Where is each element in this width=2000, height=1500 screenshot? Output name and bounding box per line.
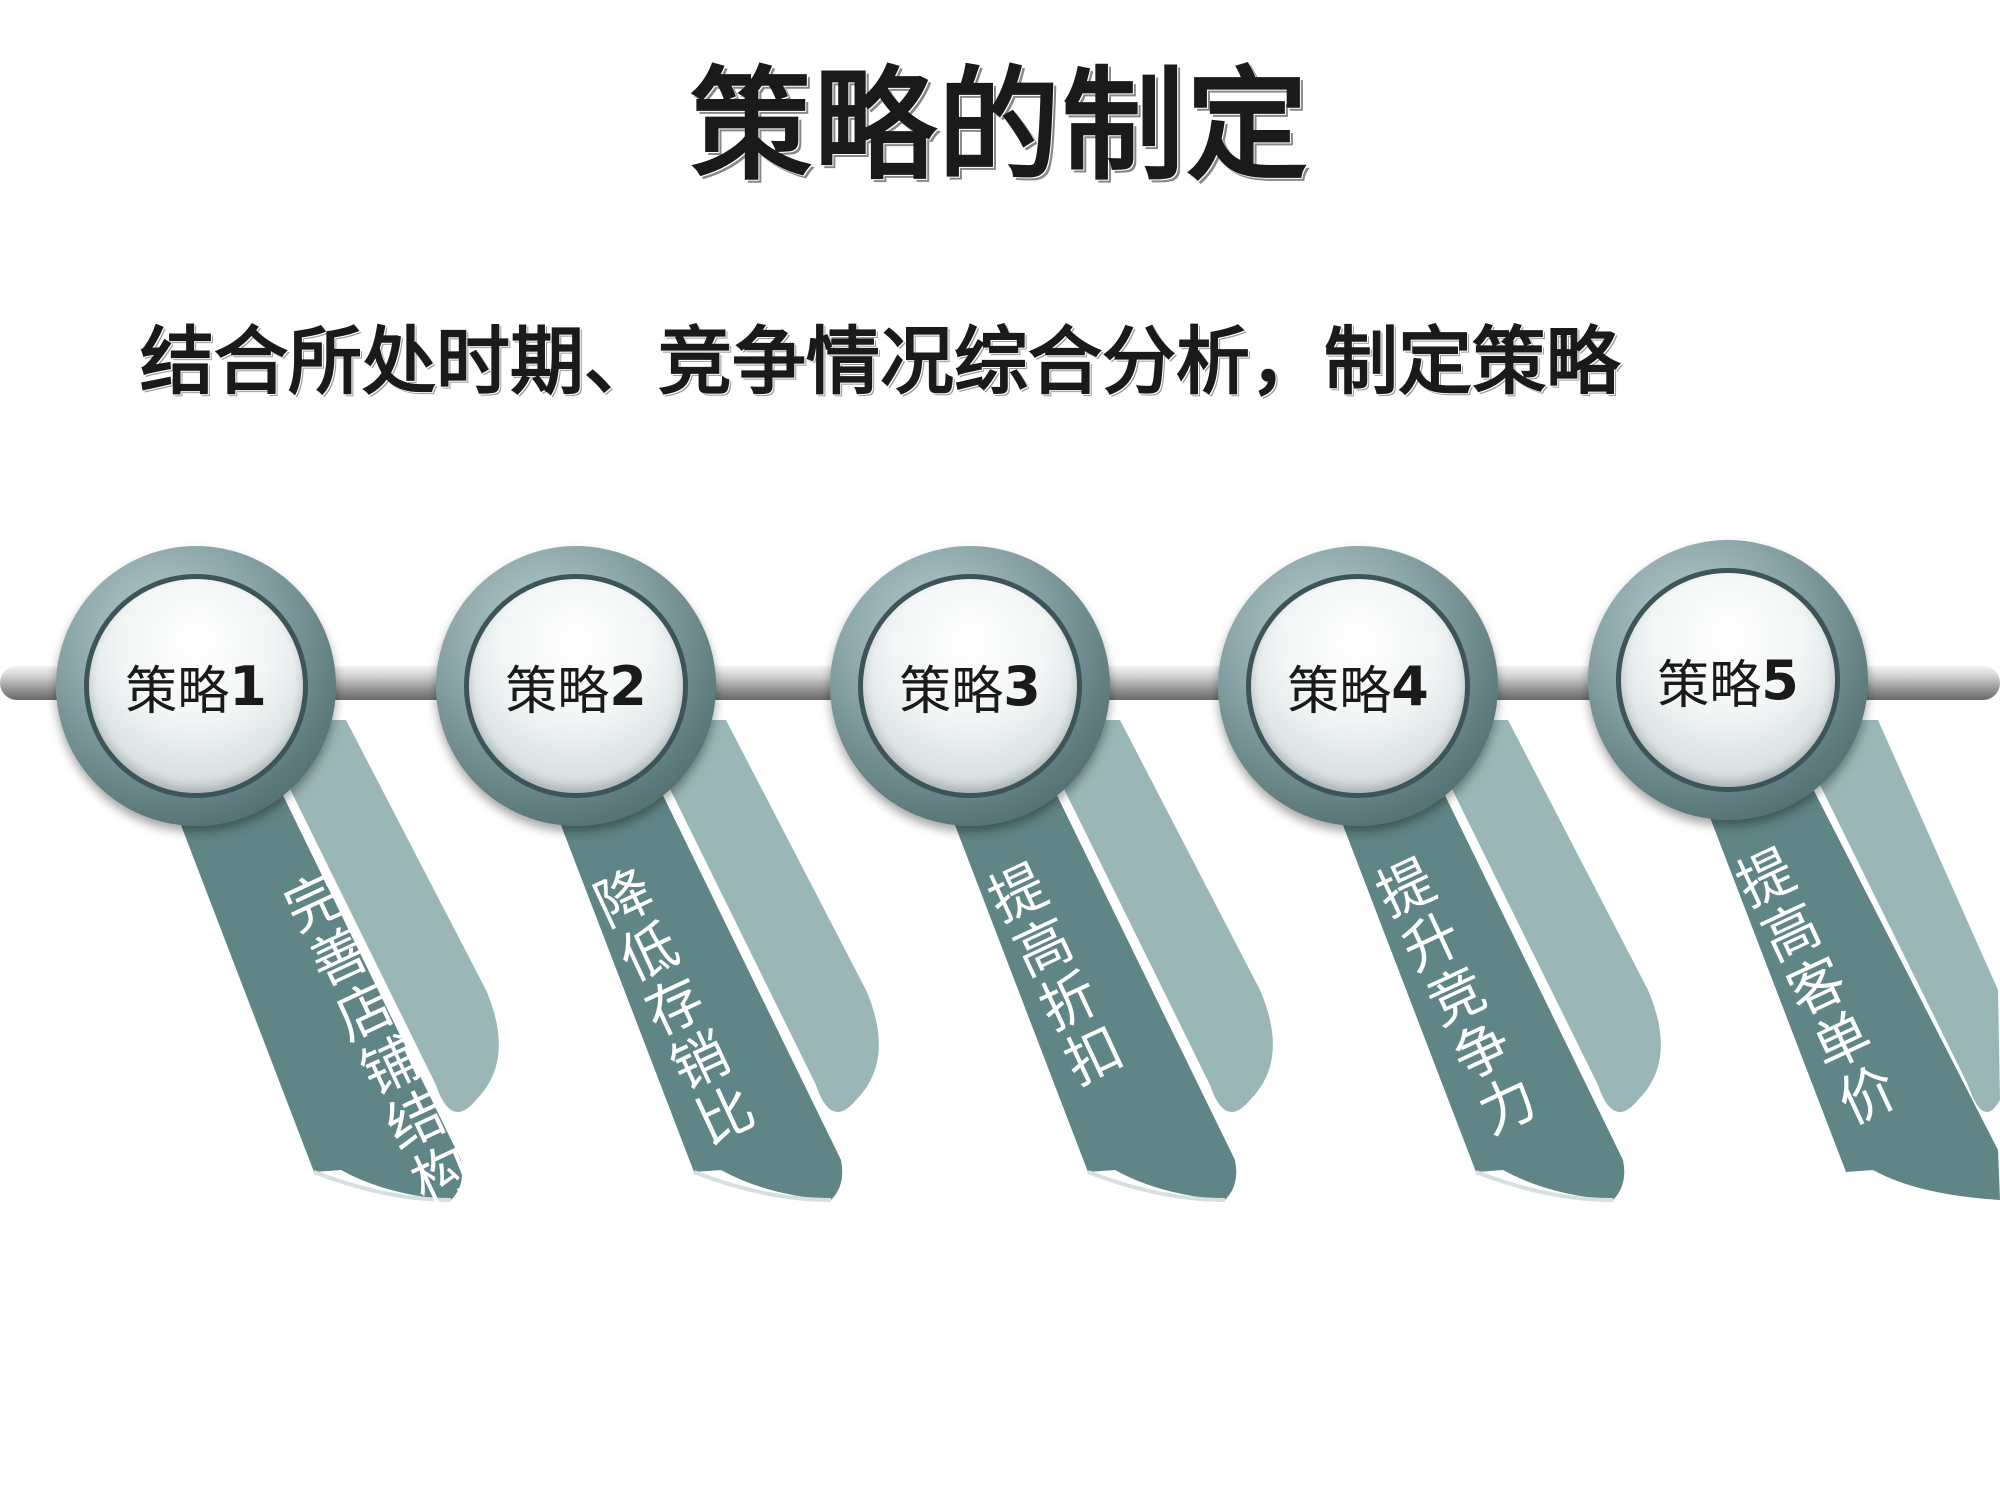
strategy-label: 策略 xyxy=(125,661,230,722)
page-title: 策略的制定 xyxy=(690,53,1310,197)
ribbon-tag xyxy=(156,720,499,1202)
strategy-number: 1 xyxy=(229,654,267,718)
strategy-number: 5 xyxy=(1761,648,1799,712)
ribbon-tag xyxy=(536,720,879,1202)
strategy-number: 2 xyxy=(609,654,647,718)
ribbon-tag xyxy=(930,720,1273,1202)
strategy-number: 4 xyxy=(1391,654,1429,718)
ribbon-tag xyxy=(1318,720,1661,1202)
strategy-number: 3 xyxy=(1003,654,1041,718)
strategy-label: 策略 xyxy=(505,661,610,722)
strategy-label: 策略 xyxy=(1287,661,1392,722)
ribbon-tag xyxy=(1688,720,2000,1200)
strategy-label: 策略 xyxy=(899,661,1004,722)
page-subtitle: 结合所处时期、竞争情况综合分析，制定策略 xyxy=(140,319,1620,405)
strategy-label: 策略 xyxy=(1657,655,1762,716)
